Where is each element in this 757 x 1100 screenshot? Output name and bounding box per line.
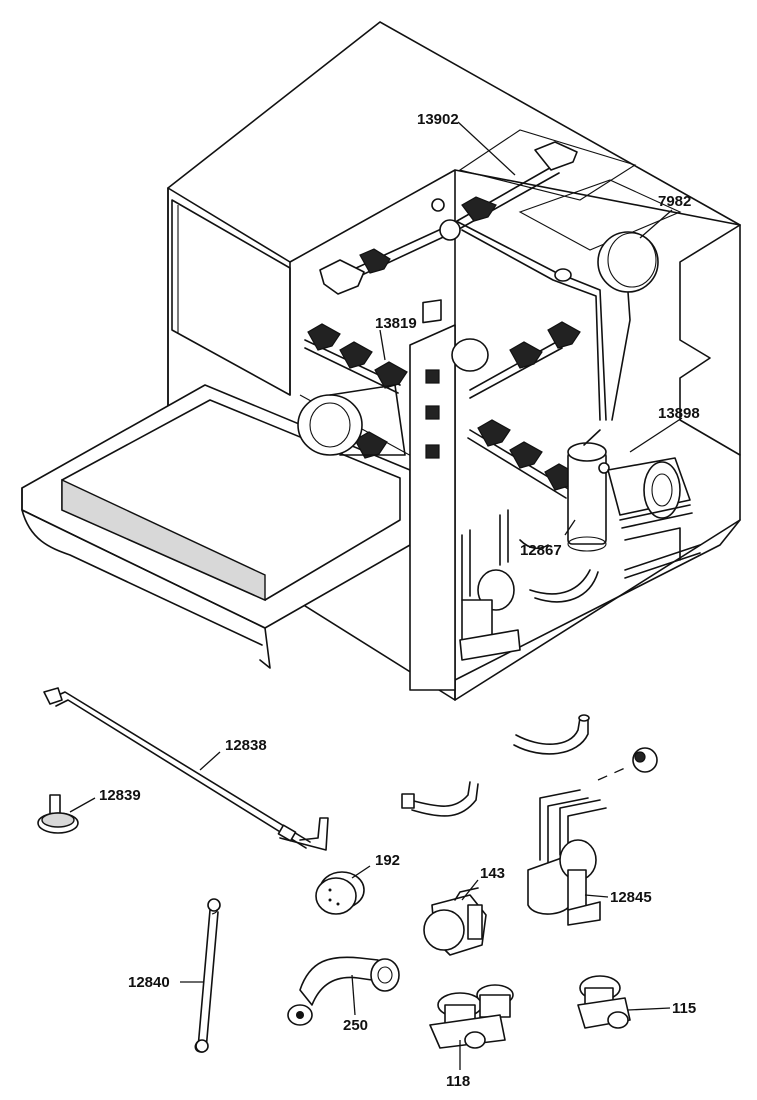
control-panel (409, 299, 456, 691)
small-nut-fitting (597, 747, 658, 781)
label-143: 143 (480, 865, 505, 882)
manifold-13902 (319, 141, 607, 421)
part-12838-rod (43, 687, 329, 851)
label-115: 115 (672, 1000, 696, 1017)
vent-disc-7982 (597, 231, 659, 421)
part-12845-fill-valve (527, 789, 607, 926)
label-12845: 12845 (610, 889, 652, 906)
part-118-double-valve (429, 984, 514, 1049)
label-12840: 12840 (128, 974, 170, 991)
inlet-valve-assembly (459, 509, 599, 661)
label-12867: 12867 (520, 542, 562, 559)
label-118: 118 (446, 1073, 470, 1090)
part-labels: 13902 7982 13819 13898 12867 12838 12839… (99, 111, 700, 1090)
label-192: 192 (375, 852, 400, 869)
label-250: 250 (343, 1017, 368, 1034)
heater-13898 (607, 457, 701, 579)
label-13819: 13819 (375, 315, 417, 332)
label-7982: 7982 (658, 193, 691, 210)
label-13902: 13902 (417, 111, 459, 128)
part-250-hose (287, 956, 400, 1026)
part-192-knob (315, 871, 365, 915)
label-12838: 12838 (225, 737, 267, 754)
softener-12867 (567, 429, 610, 552)
part-12839-leveling-foot (37, 794, 79, 834)
label-13898: 13898 (658, 405, 700, 422)
part-143-switch (423, 887, 487, 956)
part-115-valve (577, 975, 631, 1029)
label-12839: 12839 (99, 787, 141, 804)
part-12840-spring (194, 898, 221, 1053)
callouts (69, 121, 683, 1070)
drain-hose-elbow (401, 714, 590, 817)
